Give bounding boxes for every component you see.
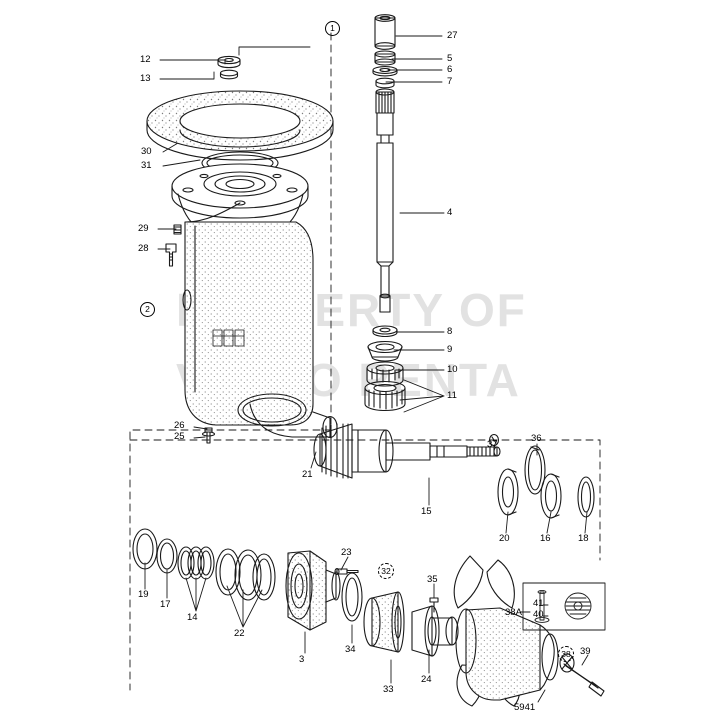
callout-36: 36 <box>531 433 542 444</box>
callout-30: 30 <box>141 146 152 157</box>
part-10-roller-bearing <box>366 361 404 387</box>
callout-15: 15 <box>421 506 432 517</box>
callout-39: 39 <box>580 646 591 657</box>
part-14-shim-set <box>177 546 215 580</box>
part-27-bushing <box>374 14 396 50</box>
callout-3: 3 <box>299 654 305 665</box>
part-7-spacer <box>375 77 395 89</box>
callout-12: 12 <box>140 54 151 65</box>
part-2-upper-gear-housing <box>171 163 338 439</box>
callout-34: 34 <box>345 644 356 655</box>
part-24-prop-hub <box>411 605 459 657</box>
part-25-washer <box>201 431 216 437</box>
part-28-bolt <box>165 243 177 267</box>
part-19-o-ring <box>132 528 158 570</box>
part-5-nut <box>374 50 396 66</box>
part-17-o-ring <box>156 538 178 574</box>
callout-38a: 38A <box>505 607 522 618</box>
part-20-bearing <box>497 468 519 516</box>
callout-1: 1 <box>325 21 340 36</box>
callout-5: 5 <box>447 53 453 64</box>
callout-17: 17 <box>160 599 171 610</box>
part-36-retaining-ring <box>524 445 546 495</box>
assembly-outline-dashed <box>129 32 601 691</box>
part-4-drive-shaft <box>375 88 395 313</box>
leader-lines <box>144 35 589 703</box>
part-kit-box <box>522 582 606 631</box>
part-22-seal-rings <box>215 548 276 601</box>
callout-14: 14 <box>187 612 198 623</box>
callout-33: 33 <box>383 684 394 695</box>
part-33-thrust-hub <box>363 591 405 653</box>
callout-35: 35 <box>427 574 438 585</box>
part-21-upper-shaft-gear <box>313 423 394 479</box>
callout-7: 7 <box>447 76 453 87</box>
callout-16: 16 <box>540 533 551 544</box>
part-12-washer <box>217 55 241 69</box>
part-16-bearing <box>540 473 562 519</box>
part-18-ring <box>577 476 595 518</box>
part-13-ring <box>219 69 239 80</box>
part-30-gasket-ring <box>146 90 334 161</box>
callout-22: 22 <box>234 628 245 639</box>
callout-37: 37 <box>487 439 498 450</box>
part-6-washer <box>372 66 398 77</box>
part-2-inner-detail <box>212 329 245 347</box>
callout-25: 25 <box>174 431 185 442</box>
part-37-clip <box>488 433 500 447</box>
callout-8: 8 <box>447 326 453 337</box>
propeller <box>453 555 559 707</box>
part-39-bolt <box>563 663 605 697</box>
part-34-o-ring <box>341 572 363 622</box>
callout-29: 29 <box>138 223 149 234</box>
callout-21: 21 <box>302 469 313 480</box>
part-9-bearing-cup <box>367 340 403 362</box>
callout-4: 4 <box>447 207 453 218</box>
callout-26: 26 <box>174 420 185 431</box>
callout-40: 40 <box>533 609 544 620</box>
part-11-pinion-gear <box>364 380 406 412</box>
callout-10: 10 <box>447 364 458 375</box>
callout-13: 13 <box>140 73 151 84</box>
part-23-screw <box>334 567 359 576</box>
callout-9: 9 <box>447 344 453 355</box>
callout-11: 11 <box>447 390 457 401</box>
callout-19: 19 <box>138 589 149 600</box>
callout-5941: 5941 <box>514 702 536 713</box>
callout-24: 24 <box>421 674 432 685</box>
callout-6: 6 <box>447 64 453 75</box>
callout-23: 23 <box>341 547 352 558</box>
callout-41: 41 <box>533 598 544 609</box>
part-3-bearing-carrier <box>285 550 341 631</box>
callout-28: 28 <box>138 243 149 254</box>
part-15-shaft <box>385 442 501 461</box>
callout-20: 20 <box>499 533 510 544</box>
callout-18: 18 <box>578 533 589 544</box>
part-8-washer <box>372 325 398 338</box>
callout-32: 32 <box>378 563 394 579</box>
callout-27: 27 <box>447 30 458 41</box>
callout-31: 31 <box>141 160 152 171</box>
part-29-stud <box>173 224 182 235</box>
part-35-pin <box>429 597 439 613</box>
callout-38: 38 <box>558 646 574 662</box>
callout-2: 2 <box>140 302 155 317</box>
